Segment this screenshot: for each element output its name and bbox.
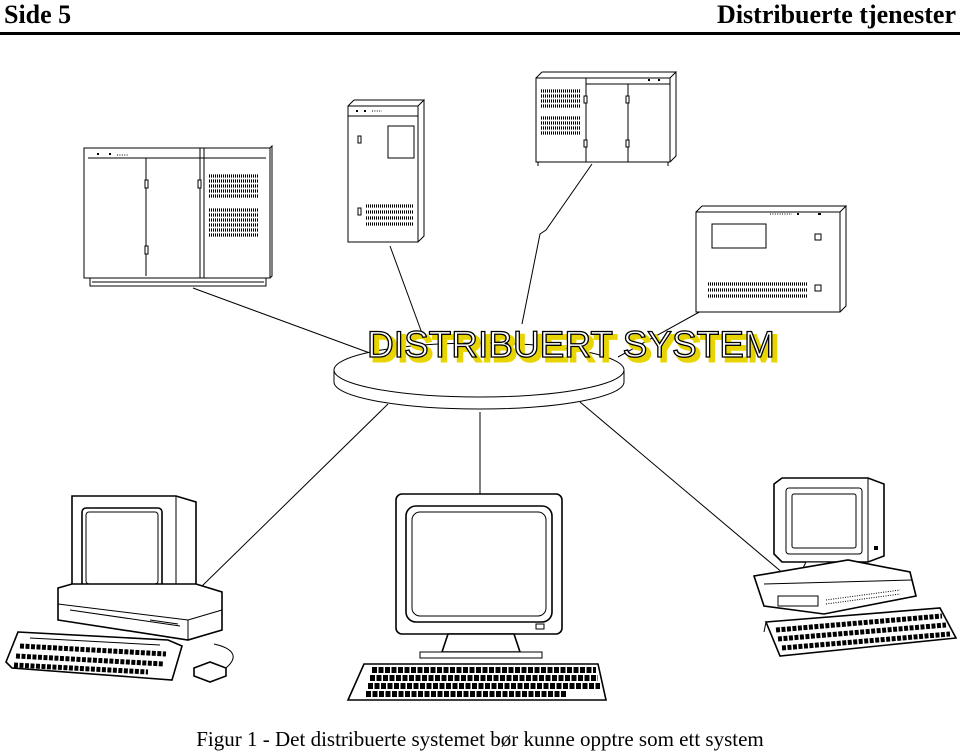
figure-caption: Figur 1 - Det distribuerte systemet bør …	[196, 727, 764, 751]
link-workstation-left	[199, 403, 389, 589]
server-top-right	[535, 70, 677, 166]
document-title: Distribuerte tjenester	[717, 0, 956, 29]
network-links	[192, 163, 785, 589]
server-right	[695, 204, 847, 313]
link-server-tower	[389, 245, 424, 337]
server-tower	[347, 98, 425, 243]
link-server-top-right-lightning	[521, 163, 593, 325]
header-divider	[0, 32, 960, 35]
link-server-left	[192, 287, 379, 357]
workstation-right	[752, 477, 958, 657]
link-workstation-right	[579, 401, 785, 575]
workstation-left	[5, 495, 234, 683]
page-number: Side 5	[4, 0, 72, 29]
terminal-center	[346, 493, 607, 701]
center-label-shadow: DISTRIBUERT SYSTEM	[371, 328, 779, 369]
network-hub-disc	[333, 342, 625, 410]
center-label: DISTRIBUERT SYSTEM	[367, 324, 775, 365]
server-left	[83, 144, 273, 287]
link-server-right	[617, 304, 713, 358]
